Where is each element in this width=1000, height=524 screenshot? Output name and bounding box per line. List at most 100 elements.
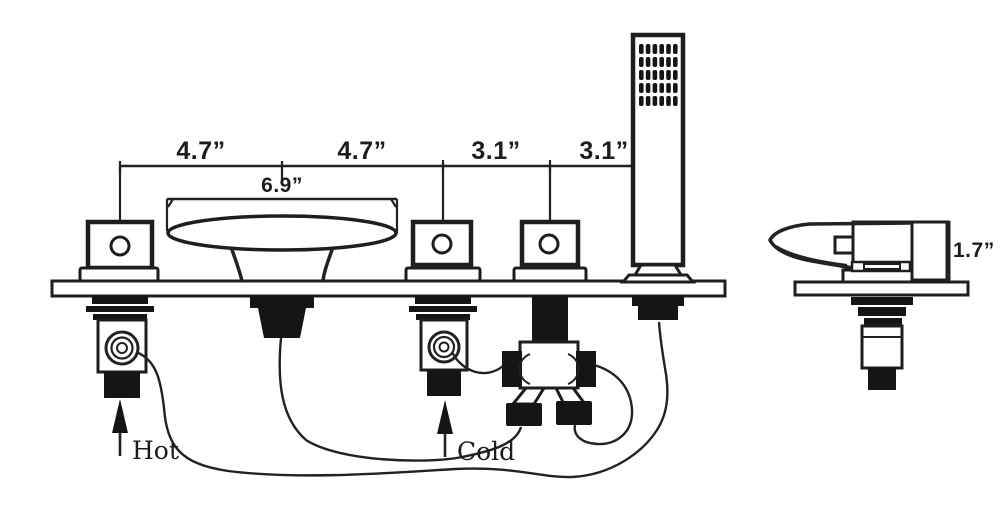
cold-handle-base — [404, 266, 482, 283]
cold-mounting-nut-fin — [409, 306, 477, 312]
flow-labels: Hot Cold — [112, 399, 515, 466]
diverter-right-port — [576, 351, 596, 387]
diverter-stem — [532, 296, 568, 344]
hot-valve-port — [104, 330, 140, 366]
cold-valve-port-ring — [432, 335, 456, 359]
cold-valve-port-ring — [438, 341, 450, 353]
side-cartridge-plate-inner — [863, 263, 901, 270]
diverter-loop-hose — [573, 363, 634, 446]
hot-mounting-nut — [92, 296, 148, 304]
side-cartridge — [851, 220, 914, 267]
diverter-left-leg — [509, 386, 547, 406]
spray-hole — [673, 44, 678, 54]
cold-mounting-nut-fin — [416, 314, 470, 320]
spray-hole — [645, 57, 651, 67]
spout-dimension-ends — [165, 198, 399, 233]
side-spout-beak-inner — [775, 245, 848, 267]
diverter-handle-base — [512, 266, 588, 283]
dim-cold-to-diverter: 3.1” — [471, 137, 520, 165]
spray-hole — [673, 96, 678, 106]
side-deck-plate — [793, 280, 970, 297]
cold-to-diverter-hose — [450, 351, 504, 375]
hot-handle-base — [78, 266, 160, 283]
side-spout-beak — [768, 221, 913, 270]
spray-hole — [639, 96, 644, 106]
diverter-body — [518, 340, 580, 390]
diverter-handle-screw — [538, 233, 560, 255]
cold-mounting-nut — [415, 296, 471, 304]
diverter-port-lens — [518, 353, 580, 385]
hot-valve-inlet — [104, 372, 140, 398]
dim-spout-height: 1.7” — [953, 239, 995, 262]
spray-hole — [645, 83, 651, 93]
spout-shank — [258, 308, 306, 338]
deck-plate — [50, 279, 727, 298]
side-spout-notch — [833, 235, 855, 255]
spray-hole — [659, 57, 664, 67]
spray-hole — [652, 83, 658, 93]
hot-supply-hose — [135, 321, 669, 479]
cold-handle-screw — [431, 233, 453, 255]
dimension-drop-lines — [118, 166, 552, 222]
side-shank-foot — [868, 368, 896, 390]
side-shank — [860, 324, 904, 370]
spray-hole — [673, 57, 678, 67]
spray-hole — [666, 83, 671, 93]
diverter-bottom-right-outlet — [556, 401, 592, 425]
dimension-ticks — [118, 159, 660, 180]
hand-shower-nut-lower — [638, 306, 678, 320]
spout-dish — [166, 214, 398, 252]
spray-hole — [666, 44, 671, 54]
dim-hot-to-spout: 4.7” — [176, 137, 225, 165]
spray-hole — [659, 70, 664, 80]
spray-hole — [645, 70, 651, 80]
hand-shower-cradle-base — [619, 273, 697, 284]
hot-arrow-head — [112, 399, 128, 433]
hand-shower — [619, 32, 697, 320]
spout-hose — [278, 337, 523, 462]
spray-hole — [673, 83, 678, 93]
dimension-labels: 4.7” 4.7” 3.1” 3.1” 6.9” 1.7” — [176, 137, 994, 262]
spray-hole — [652, 96, 658, 106]
spray-hole — [666, 96, 671, 106]
spray-hole — [652, 70, 658, 80]
side-nut-fin — [858, 307, 906, 316]
spray-hole — [652, 44, 658, 54]
spray-hole — [639, 83, 644, 93]
spray-hole — [666, 70, 671, 80]
supply-hoses — [135, 321, 669, 479]
spray-hole — [645, 44, 651, 54]
spray-hole — [659, 96, 664, 106]
hot-handle-screw — [109, 235, 131, 257]
spray-hole — [659, 44, 664, 54]
hand-shower-spray-holes — [639, 44, 678, 106]
dim-spout-width: 6.9” — [261, 174, 303, 197]
tub-spout — [166, 214, 398, 338]
cold-arrow-head — [437, 400, 453, 434]
spray-hole — [645, 96, 651, 106]
dim-diverter-to-shower: 3.1” — [579, 137, 628, 165]
side-body-right — [910, 220, 950, 282]
hot-valve-port-ring — [116, 342, 128, 354]
spray-hole — [639, 57, 644, 67]
side-nut-fin — [864, 318, 902, 325]
side-nut-fin — [851, 297, 913, 305]
diverter-assembly — [502, 219, 596, 426]
cold-label: Cold — [457, 437, 515, 466]
spray-hole — [652, 57, 658, 67]
diverter-bottom-left-outlet — [506, 403, 542, 426]
hot-mounting-nut-fin — [93, 314, 147, 320]
diverter-left-port — [502, 351, 522, 387]
spout-side-view — [768, 220, 970, 390]
hand-shower-wand — [630, 32, 686, 268]
spray-hole — [666, 57, 671, 67]
cold-valve-port — [427, 330, 461, 364]
spout-mounting-nut — [250, 296, 314, 308]
spray-hole — [673, 70, 678, 80]
spray-hole — [639, 44, 644, 54]
dimension-lines — [118, 159, 660, 233]
dim-spout-to-cold: 4.7” — [337, 137, 386, 165]
spray-hole — [639, 70, 644, 80]
